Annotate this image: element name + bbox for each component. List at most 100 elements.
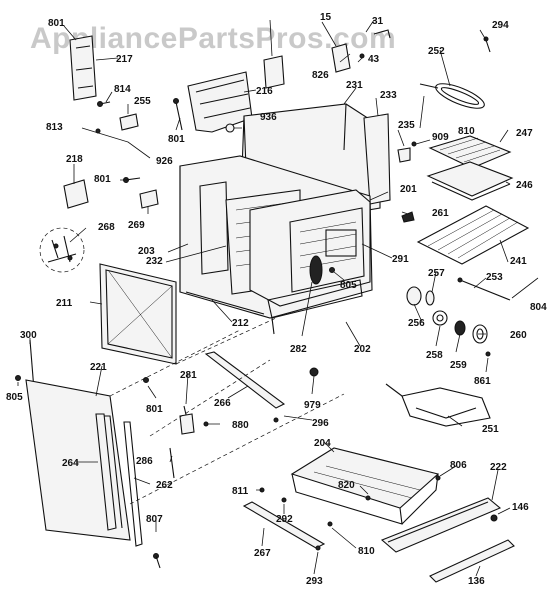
label-31: 31 [372,16,384,27]
label-262: 262 [156,480,173,491]
label-211: 211 [56,298,73,309]
label-861: 861 [474,376,491,387]
label-231: 231 [346,80,363,91]
part-979-bushing [309,367,319,377]
part-217-bracket [69,35,97,101]
label-232: 232 [146,256,163,267]
part-801-bolt [173,98,183,131]
part-256-knob [406,286,422,306]
part-269-clip [139,189,159,209]
part-813-screw [95,128,101,134]
part-222-drawer-front [380,497,502,553]
label-268: 268 [98,222,115,233]
part-251-bake-element [385,383,491,427]
part-291-light-lens [325,229,357,257]
label-979: 979 [304,400,321,411]
part-31-clip [373,29,391,39]
label-807: 807 [146,514,163,525]
label-826: 826 [312,70,329,81]
label-293: 293 [306,576,323,587]
part-241-oven-rack [416,205,530,265]
part-258-bezel [432,310,448,326]
label-217: 217 [116,54,133,65]
part-292-screw [281,497,287,503]
label-810-b: 810 [358,546,375,557]
label-291: 291 [392,254,409,265]
part-281-hinge-arm [179,405,195,435]
part-216-heat-shield [187,71,253,133]
part-221-outer-door-panel [25,379,131,541]
part-826-bracket [331,43,351,73]
label-260: 260 [510,330,527,341]
label-204: 204 [314,438,331,449]
part-261-sensor [401,211,415,223]
part-252-broil-element [419,83,485,109]
part-247-broil-pan-insert [428,135,512,169]
label-805-b: 805 [6,392,23,403]
part-235-clip [397,147,411,163]
label-246: 246 [516,180,533,191]
part-264-door-glass [95,413,123,531]
part-43-screw [359,53,365,59]
part-266-drawer-rail [204,351,286,409]
label-256: 256 [408,318,425,329]
part-267-drawer-rail [242,501,326,549]
part-15-bracket [263,55,285,89]
part-262-door-liner [123,421,143,547]
label-43: 43 [368,54,380,65]
part-861-screw [485,351,491,357]
part-212-bottom-panel [185,291,265,315]
part-136-drawer-trim [429,539,515,583]
part-806-screw [435,475,441,481]
label-813: 813 [46,122,63,133]
part-282-oven-light [309,255,323,285]
label-811: 811 [232,486,249,497]
label-296: 296 [312,418,329,429]
label-235: 235 [398,120,415,131]
label-909: 909 [432,132,449,143]
label-806: 806 [450,460,467,471]
label-212: 212 [232,318,249,329]
part-number-labels: 801 217 15 31 294 826 43 252 814 255 216… [6,12,547,587]
label-255: 255 [134,96,151,107]
part-880-screw [203,421,209,427]
label-282: 282 [290,344,307,355]
label-880: 880 [232,420,249,431]
part-259-ring [454,320,466,336]
label-233: 233 [380,90,397,101]
label-257: 257 [428,268,445,279]
part-909-screw [411,141,417,147]
label-252: 252 [428,46,445,57]
label-267: 267 [254,548,271,559]
part-253-thermostat-bulb [457,277,511,301]
part-810-screw-drawer [327,521,333,527]
part-805-screw [329,267,335,273]
label-266: 266 [214,398,231,409]
label-202: 202 [354,344,371,355]
label-810-a: 810 [458,126,475,137]
part-820-screw [365,495,371,501]
label-926: 926 [156,156,173,167]
label-218: 218 [66,154,83,165]
label-292: 292 [276,514,293,525]
label-146: 146 [512,502,529,513]
label-300: 300 [20,330,37,341]
label-136: 136 [468,576,485,587]
label-221: 221 [90,362,107,373]
label-15: 15 [320,12,332,23]
part-286-spring [169,447,175,479]
label-804: 804 [530,302,547,313]
part-805-screw-left [15,375,21,381]
part-211-side-panel [99,263,177,365]
part-204-storage-drawer [290,447,440,525]
label-269: 269 [128,220,145,231]
label-801: 801 [48,18,65,29]
label-203: 203 [138,246,155,257]
label-814: 814 [114,84,131,95]
label-286: 286 [136,456,153,467]
part-218-bracket [63,179,89,209]
part-255-clip [119,113,139,131]
label-253: 253 [486,272,503,283]
